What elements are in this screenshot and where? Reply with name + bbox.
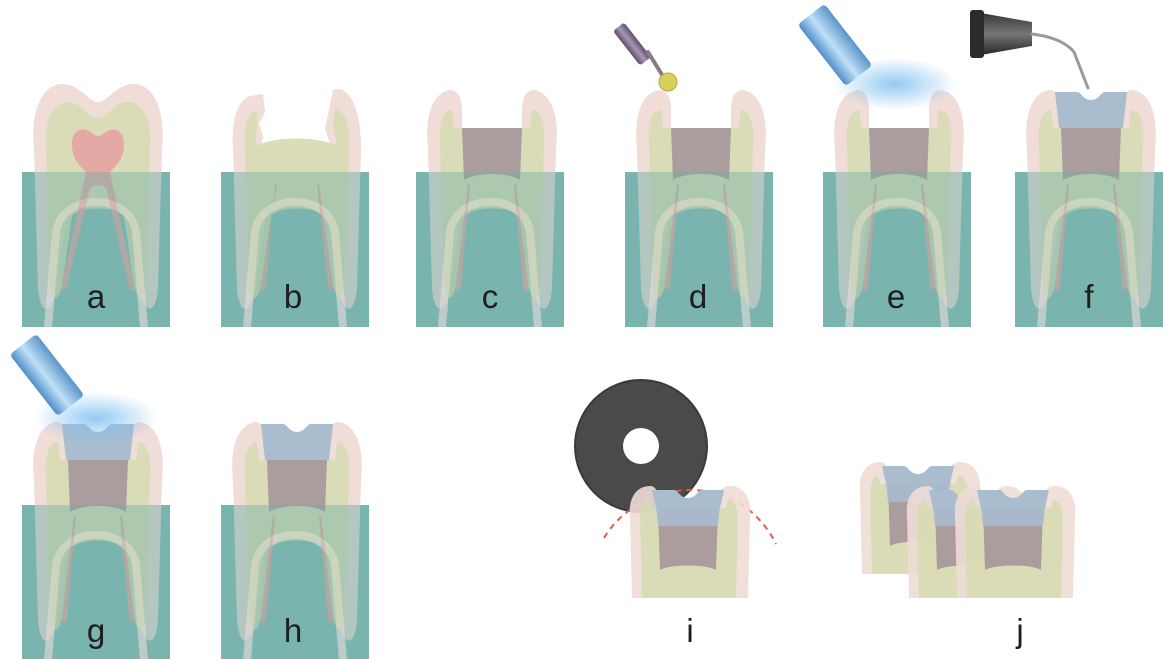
applicator-brush-icon <box>613 22 677 91</box>
panel-f: f <box>970 10 1163 327</box>
panel-label-h: h <box>284 612 302 649</box>
sectioned-crown <box>630 486 751 598</box>
panel-h: h <box>221 422 369 659</box>
panel-label-j: j <box>1015 612 1023 649</box>
slice-3 <box>955 486 1076 598</box>
panel-label-d: d <box>689 278 707 315</box>
panel-label-a: a <box>87 278 106 315</box>
panel-label-b: b <box>284 278 302 315</box>
dispensing-tip-icon <box>970 10 1088 88</box>
panel-j: j <box>860 462 1076 649</box>
panel-d: d <box>613 22 773 327</box>
panel-a: a <box>22 84 170 327</box>
panel-b: b <box>221 89 369 327</box>
panel-c: c <box>416 90 564 327</box>
panel-label-e: e <box>887 278 905 315</box>
curing-light-icon <box>798 4 873 86</box>
panel-label-c: c <box>482 278 499 315</box>
panel-label-i: i <box>686 612 693 649</box>
panel-g: g <box>10 334 170 659</box>
panel-e: e <box>798 4 971 327</box>
panel-label-g: g <box>87 612 105 649</box>
panel-label-f: f <box>1084 278 1094 315</box>
panel-i: i <box>575 380 776 649</box>
